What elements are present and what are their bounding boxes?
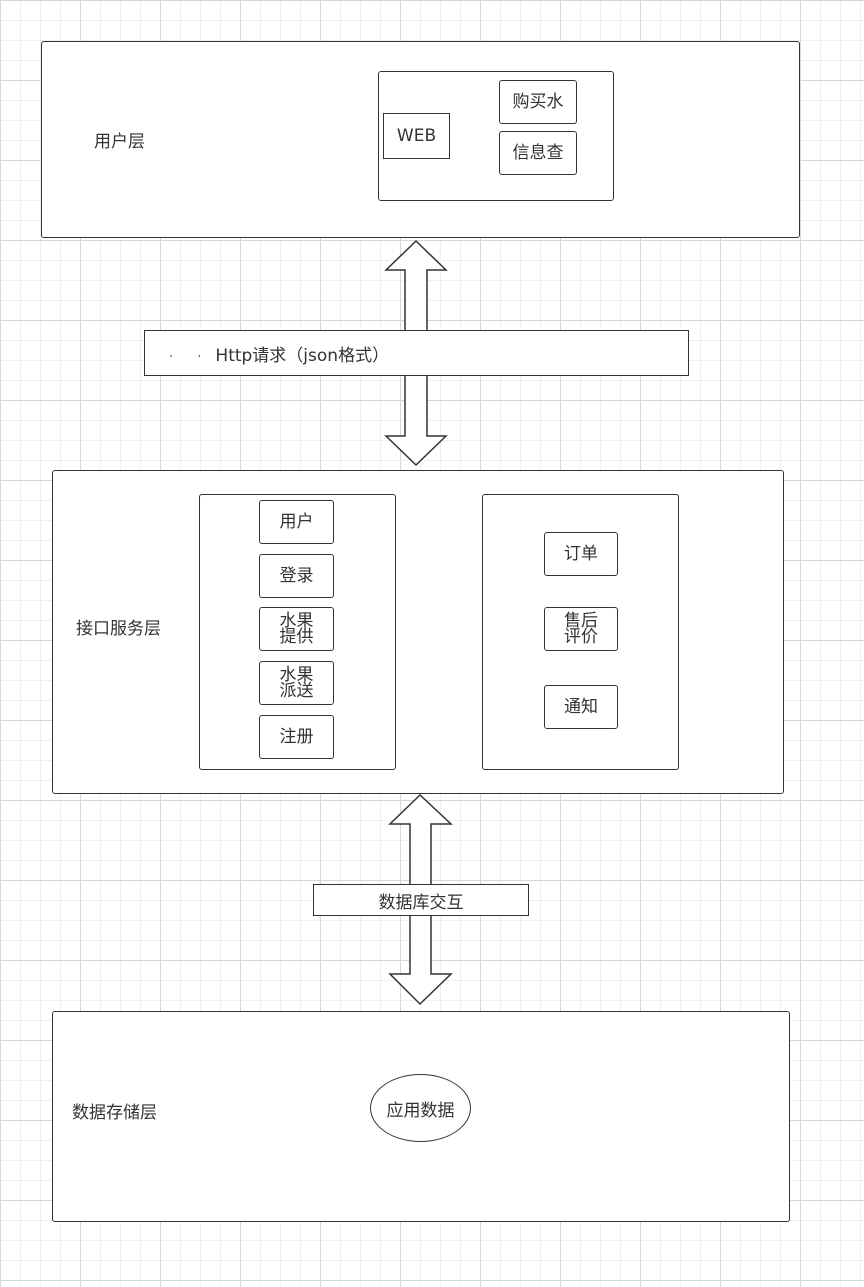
service-item-order: 订单: [544, 532, 618, 576]
buy-water-node: 购买水: [499, 80, 577, 124]
service-item-after-sales: 售后 评价: [544, 607, 618, 651]
storage-layer-title: 数据存储层: [72, 1103, 157, 1123]
service-layer-title: 接口服务层: [76, 619, 161, 639]
service-item-fruit-supply: 水果 提供: [259, 607, 334, 651]
app-data-node: 应用数据: [370, 1074, 471, 1142]
service-item-login: 登录: [259, 554, 334, 598]
service-item-user: 用户: [259, 500, 334, 544]
user-layer-title: 用户层: [94, 132, 145, 152]
db-interaction-label: 数据库交互: [378, 892, 464, 913]
web-node: WEB: [383, 113, 450, 159]
db-interaction-bar: 数据库交互: [313, 884, 529, 916]
http-request-bar: . . Http请求（json格式）: [144, 330, 689, 376]
service-item-register: 注册: [259, 715, 334, 759]
http-request-label: Http请求（json格式）: [215, 345, 390, 366]
service-item-notify: 通知: [544, 685, 618, 729]
service-item-fruit-delivery: 水果 派送: [259, 661, 334, 705]
info-query-node: 信息查: [499, 131, 577, 175]
http-bar-dots: . .: [169, 345, 212, 361]
